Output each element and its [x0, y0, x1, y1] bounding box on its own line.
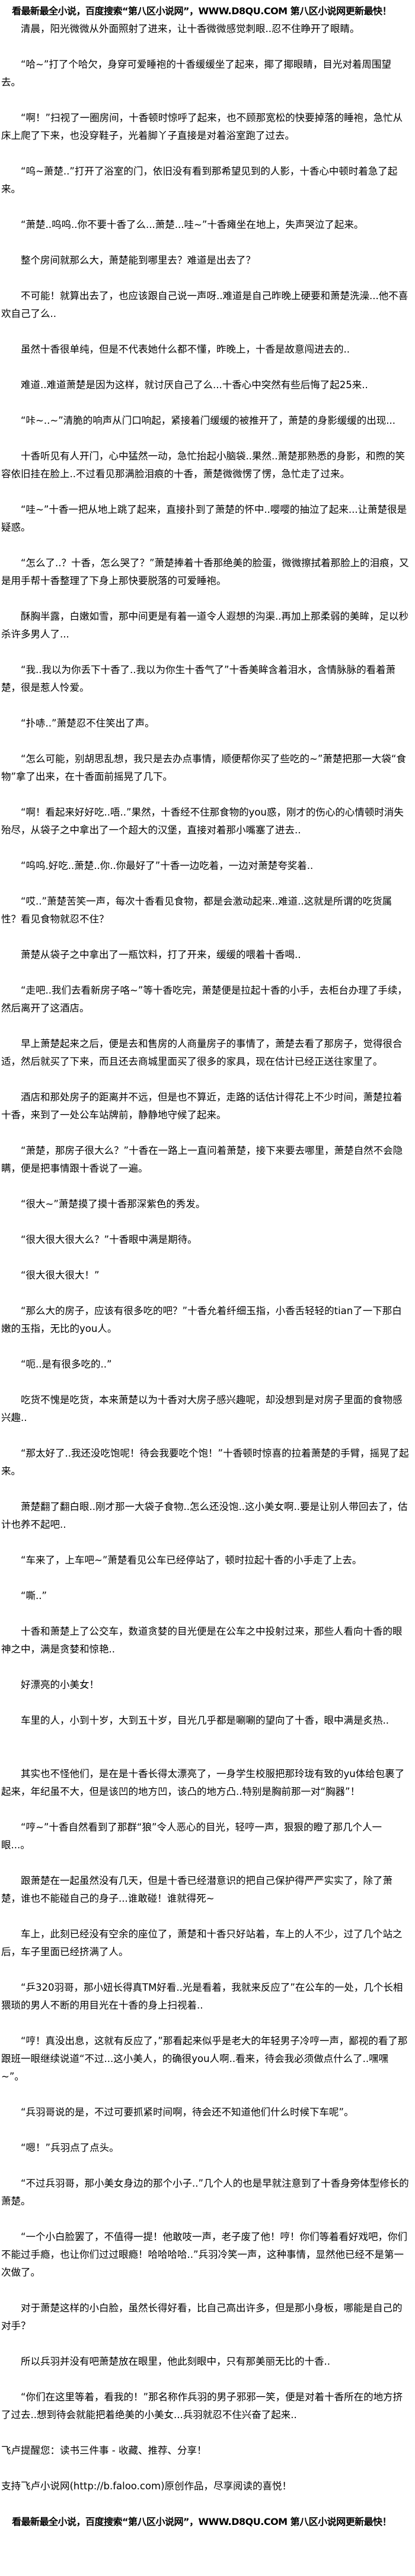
story-paragraph: “啊！看起来好好吃..唔..”果然，十香经不住那食物的you惑，刚才的伤心的心情… — [1, 807, 404, 836]
story-paragraph: “那太好了..我还没吃饱呢！待会我要吃个饱！”十香顿时惊喜的拉着萧楚的手臂，摇晃… — [1, 1448, 409, 1477]
story-paragraph: 跟萧楚在一起虽然没有几天，但是十香已经潜意识的把自己保护得严严实实了，除了萧楚，… — [1, 1875, 392, 1904]
story-paragraph: “哎..”萧楚苦笑一声，每次十香看见食物，都是会激动起来..难道..这就是所谓的… — [1, 896, 392, 925]
story-paragraph: 十香听见有人开门，心中猛然一动，急忙抬起小脑袋..果然..萧楚那熟悉的身影，和煦… — [1, 451, 405, 480]
story-paragraph: “哼~”十香自然看到了那群“狼”令人恶心的目光，轻哼一声，狠狠的瞪了那几个人一眼… — [1, 1822, 382, 1851]
story-paragraph: “乒320羽哥，那小妞长得真TM好看..光是看着，我就来反应了”在公车的一处，几… — [1, 1982, 403, 2011]
story-paragraph: 不可能！就算出去了，也应该跟自己说一声呀..难道是自己昨晚上硬要和萧楚洗澡...… — [1, 290, 408, 319]
story-paragraph: 整个房间就那么大，萧楚能到哪里去？难道是出去了？ — [21, 255, 256, 266]
story-paragraph: “萧楚..呜呜..你不要十香了么...萧楚...哇~”十香瘫坐在地上，失声哭泣了… — [21, 219, 364, 230]
story-paragraph: 虽然十香很单纯，但是不代表她什么都不懂，昨晚上，十香是故意闯进去的.. — [21, 344, 350, 355]
story-paragraph: “很大很大很大么？”十香眼中满是期待。 — [21, 1234, 197, 1245]
story-paragraph: “呃..是有很多吃的..” — [21, 1359, 112, 1370]
story-paragraph: “很大~”萧楚摸了摸十香那深紫色的秀发。 — [21, 1198, 206, 1210]
story-paragraph: 清晨，阳光微微从外面照射了进来，让十香微微感觉刺眼..忍不住睁开了眼睛。 — [21, 23, 360, 34]
story-paragraph: “呜~萧楚..”打开了浴室的门，依旧没有看到那希望见到的人影，十香心中顿时着急了… — [1, 166, 398, 195]
story-paragraph: “怎么了..？十香，怎么哭了？”萧楚捧着十香那绝美的脸蛋，微微擦拭着那脸上的泪痕… — [1, 557, 409, 586]
story-paragraph: 车里的人，小到十岁，大到五十岁，目光几乎都是唰唰的望向了十香，眼中满是炙热.. — [21, 1715, 389, 1726]
chapter-notices: 飞卢提醒您：读书三件事 - 收藏、推荐、分享！ 支持飞卢小说网(http://b… — [0, 2442, 410, 2495]
story-paragraph: “不过兵羽哥，那小美女身边的那个小子..”几个人的也是早就注意到了十香身旁体型修… — [1, 2178, 409, 2207]
chapter-content: 清晨，阳光微微从外面照射了进来，让十香微微感觉刺眼..忍不住睁开了眼睛。 “哈~”… — [0, 20, 410, 2424]
story-paragraph: “一个小白脸罢了，不值得一提！他敢吱一声，老子废了他！哼！你们等着看好戏吧，你们… — [1, 2231, 408, 2278]
story-paragraph: “兵羽哥说的是，不过可要抓紧时间啊，待会还不知道他们什么时候下车呢”。 — [21, 2107, 354, 2118]
notice-share: 飞卢提醒您：读书三件事 - 收藏、推荐、分享！ — [1, 2445, 207, 2456]
story-paragraph: “嘶..” — [21, 1590, 47, 1601]
story-paragraph: “呜呜.好吃..萧楚..你..你最好了”十香一边吃着，一边对萧楚夸奖着.. — [21, 860, 314, 871]
story-paragraph: “扑哧..”萧楚忍不住笑出了声。 — [21, 718, 155, 729]
story-paragraph: 酥胸半露，白嫩如雪，那中间更是有着一道令人遐想的沟渠..再加上那柔弱的美眸，足以… — [1, 611, 408, 640]
story-paragraph: “怎么可能，别胡思乱想，我只是去办点事情，顺便帮你买了些吃的~”萧楚把那一大袋“… — [1, 753, 406, 782]
story-paragraph: “那么大的房子，应该有很多吃的吧？”十香允着纤细玉指，小香舌轻轻的tian了一下… — [1, 1305, 402, 1334]
story-paragraph: 其实也不怪他们，是在是十香长得太漂亮了，一身学生校服把那玲珑有致的yu体给包裹了… — [1, 1768, 405, 1797]
story-paragraph: “很大很大很大！” — [21, 1270, 100, 1281]
story-paragraph: 对于萧楚这样的小白脸，虽然长得好看，比自己高出许多，但是那小身板，哪能是自己的对… — [1, 2302, 403, 2331]
notice-support: 支持飞卢小说网(http://b.faloo.com)原创作品，尽享阅读的喜悦！ — [1, 2480, 292, 2492]
story-paragraph: “嗯！”兵羽点了点头。 — [21, 2142, 119, 2153]
story-paragraph: “车来了，上车吧~”萧楚看见公车已经停站了，顿时拉起十香的小手走了上去。 — [21, 1555, 362, 1566]
story-paragraph: 酒店和那处房子的距离并不远，但是也不算近，走路的话估计得花上不少时间，萧楚拉着十… — [1, 1092, 403, 1121]
story-paragraph: “哈~”打了个哈欠，身穿可爱睡袍的十香缓缓坐了起来，揶了揶眼睛，目光对着周围望去… — [1, 59, 391, 88]
story-paragraph: 难道..难道萧楚是因为这样，就讨厌自己了么...十香心中突然有些后悔了起25来.… — [21, 379, 368, 391]
story-paragraph: 十香和萧楚上了公交车，数道贪婪的目光便是在公车之中投射过来，那些人看向十香的眼神… — [1, 1626, 403, 1655]
story-paragraph: 萧楚从袋子之中拿出了一瓶饮料，打了开来，缓缓的喂着十香喝.. — [21, 949, 301, 960]
story-paragraph: 所以兵羽并没有吧萧楚放在眼里，他此刻眼中，只有那美丽无比的十香.. — [21, 2356, 330, 2367]
story-paragraph: “哇~”十香一把从地上跳了起来，直接扑到了萧楚的怀中..嘤嘤的抽泣了起来...让… — [1, 504, 407, 533]
story-paragraph: “走吧..我们去看新房子咯~”等十香吃完，萧楚便是拉起十香的小手，去柜台办理了手… — [1, 985, 407, 1014]
story-paragraph: 好漂亮的小美女！ — [21, 1679, 99, 1690]
site-banner-top: 看最新最全小说，百度搜索“第八区小说网”，WWW.D8QU.COM 第八区小说网… — [12, 5, 392, 17]
story-paragraph: 吃货不愧是吃货，本来萧楚以为十香对大房子感兴趣呢，却没想到是对房子里面的食物感兴… — [1, 1394, 403, 1423]
story-paragraph: “咔~..~”清脆的响声从门口响起，紧接着门缓缓的被推开了，萧楚的身影缓缓的出现… — [21, 415, 395, 426]
story-paragraph: “啊！”扫视了一圈房间，十香顿时惊呼了起来，也不顾那宽松的快要掉落的睡袍，急忙从… — [1, 112, 403, 141]
story-paragraph: 早上萧楚起来之后，便是去和售房的人商量房子的事情了，萧楚去看了那房子，觉得很合适… — [1, 1038, 403, 1067]
story-paragraph: “你们在这里等着，看我的！”那名称作兵羽的男子邪邪一笑，便是对着十香所在的地方挤… — [1, 2391, 403, 2420]
story-paragraph: “我..我以为你丢下十香了..我以为你生十香气了”十香美眸含着泪水，含情脉脉的看… — [1, 664, 396, 693]
story-paragraph: 车上，此刻已经没有空余的座位了，萧楚和十香只好站着，车上的人不少，过了几个站之后… — [1, 1928, 403, 1958]
story-paragraph: “萧楚，那房子很大么？”十香在一路上一直问着萧楚，接下来要去哪里，萧楚自然不会隐… — [1, 1145, 403, 1174]
site-banner-bottom: 看最新最全小说，百度搜索“第八区小说网”，WWW.D8QU.COM 第八区小说网… — [12, 2516, 392, 2527]
story-paragraph: “哼！真没出息，这就有反应了，”那看起来似乎是老大的年轻男子冷哼一声，鄙视的看了… — [1, 2035, 408, 2082]
story-paragraph: 萧楚翻了翻白眼..刚才那一大袋子食物..怎么还没饱..这小美女啊..要是让别人带… — [1, 1501, 408, 1530]
